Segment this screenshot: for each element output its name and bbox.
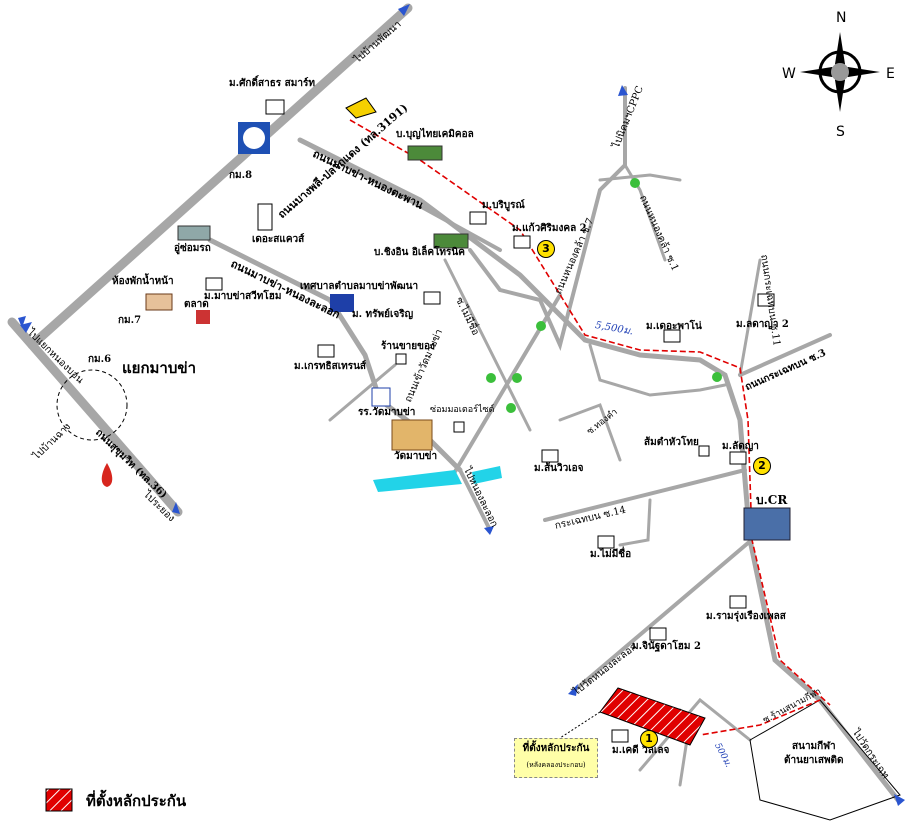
place-sanwong: ม.ส้นวิวเอจ — [534, 463, 584, 474]
place-landu: ม.ลัดญา — [722, 441, 759, 452]
road-to-wat — [573, 541, 750, 692]
place-paradise: เดอะสแควส์ — [252, 234, 305, 245]
road-makha-nongtapan — [297, 137, 901, 803]
place-somdang: ส้มตำหัวโทย — [644, 437, 699, 448]
place-kaew: ม.แก้วศิริมงคล 2 — [512, 223, 587, 234]
place-makha-villa: ม.มาบข่าสวีทโฮม — [204, 291, 282, 302]
road-loop — [588, 343, 727, 397]
factory-jiang-icon — [433, 233, 469, 249]
building-icon — [257, 203, 273, 231]
badge-3: 3 — [537, 240, 555, 258]
road-cppc — [468, 86, 627, 352]
road-thongkham — [558, 403, 622, 462]
place-junction: แยกมาบข่า — [122, 359, 197, 377]
garage-icon — [177, 225, 211, 241]
sukhumvit-road-line — [7, 317, 183, 517]
place-cr: บ.CR — [756, 493, 788, 507]
collateral-note: ที่ตั้งหลักประกัน (หลังคลองประกอบ) — [514, 738, 598, 778]
market-icon — [196, 310, 210, 324]
temple-icon — [391, 419, 433, 451]
road-krachet3 — [738, 333, 832, 377]
place-stadium2: ต้านยาเสพติด — [784, 755, 844, 766]
road-krachet14 — [543, 468, 747, 522]
road-nongkhla1b — [623, 163, 667, 262]
note-title: ที่ตั้งหลักประกัน — [522, 743, 590, 754]
legend-label: ที่ตั้งหลักประกัน — [86, 792, 187, 810]
route-dashed — [349, 119, 831, 706]
place-thongcharoen: ม. ทรัพย์เจริญ — [352, 309, 414, 320]
place-roocar: อู่ซ่อมรถ — [174, 243, 211, 254]
place-shop: ร้านขายของ — [381, 341, 435, 352]
place-boonchai: บ.บุญไทยเคมิคอล — [396, 129, 474, 140]
cr-building-icon — [743, 507, 791, 541]
place-repair: ซ่อมมอเตอร์ไซด์ — [430, 405, 495, 415]
route-dashed-2 — [699, 699, 821, 736]
water-room-icon — [145, 293, 173, 311]
road-krachet11 — [738, 258, 762, 377]
road-school — [328, 363, 397, 422]
place-water-room: ห้องพักน้ำหน้า — [112, 276, 174, 287]
logo-inner — [243, 127, 265, 149]
note-sub: (หลังคลองประกอบ) — [526, 761, 586, 769]
road-nongkhla1 — [598, 173, 682, 182]
compass-icon — [800, 32, 880, 112]
municipality-building-icon — [330, 294, 354, 312]
compass-w: W — [782, 66, 796, 82]
canal-east — [472, 466, 502, 484]
place-green-home: ม.เกรทธิสเทรนส์ — [294, 361, 367, 372]
place-stadium: สนามกีฬา — [792, 741, 836, 752]
place-thepanai: ม.เดอะพาโน่ — [646, 321, 702, 332]
place-borirak: ม.บริบูรณ์ — [482, 200, 525, 211]
road-nameless — [618, 498, 652, 547]
tree-icons — [486, 178, 722, 413]
place-kedi: ม.เคดี วิลเลจ — [612, 745, 670, 756]
place-school: รร.วัดมาบข่า — [358, 407, 416, 418]
factory-boonchai-icon — [407, 145, 443, 161]
stadium-outline — [749, 699, 901, 821]
road-upper — [298, 138, 502, 252]
ptt-logo-icon — [101, 463, 113, 487]
badge-2: 2 — [753, 457, 771, 475]
direction-arrows — [18, 4, 905, 806]
legend-swatch — [45, 788, 73, 812]
place-km6: กม.6 — [88, 354, 112, 365]
place-nameless: ม.ไม่มีชื่อ — [590, 549, 632, 560]
compass-n: N — [836, 10, 847, 26]
place-lakkhana: ม.ลดาญา 2 — [736, 319, 789, 330]
collateral-plot — [599, 687, 706, 746]
place-market: ตลาด — [184, 299, 209, 310]
place-municipality: เทศบาลตำบลมาบข่าพัฒนา — [300, 281, 419, 292]
school-icon — [371, 387, 391, 407]
canal-west — [373, 470, 462, 492]
place-smart: ม.ศักดิ์สาธร สมาร์ท — [229, 78, 315, 89]
place-temple: วัดมาบข่า — [394, 451, 438, 462]
note-pointer — [559, 711, 601, 739]
road-nonglaknan — [458, 468, 492, 532]
road-lakthai — [443, 258, 532, 432]
road-stadium — [638, 697, 752, 772]
place-km7: กม.7 — [118, 315, 142, 326]
compass-e: E — [886, 66, 895, 82]
main-road-line — [27, 3, 413, 350]
junction-circle — [56, 369, 128, 441]
badge-1: 1 — [640, 730, 658, 748]
gate-icon — [345, 97, 377, 119]
compass-s: S — [836, 124, 845, 140]
place-jinda: ม.จินัฐดาโฮม 2 — [632, 641, 701, 652]
place-ramrung: ม.รามรุ่งเรืองเพลส — [706, 611, 786, 622]
place-jiang: บ.ชิงอิน อิเล็คโทรนิค — [374, 247, 465, 258]
house-icons — [205, 99, 775, 743]
place-km8: กม.8 — [229, 170, 253, 181]
